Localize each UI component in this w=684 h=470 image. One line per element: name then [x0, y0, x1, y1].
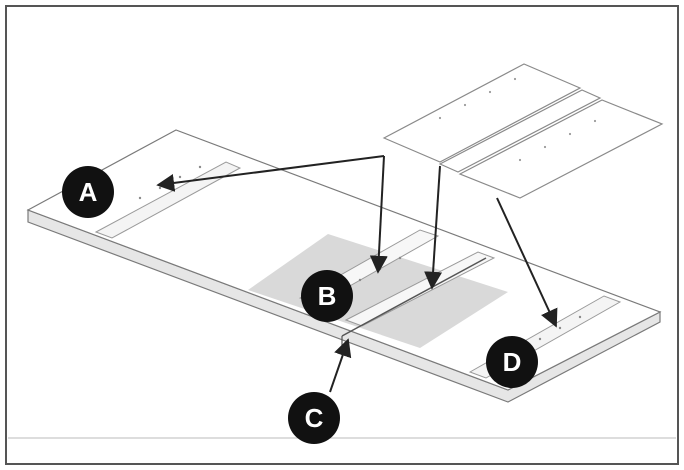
callout-c-circle [288, 392, 340, 444]
callout-a-label: A [79, 177, 98, 207]
floating-panel-dots [438, 77, 597, 162]
callout-a: A [62, 166, 114, 218]
callout-c-label: C [305, 403, 324, 433]
floating-panel-middle [438, 89, 602, 173]
callout-d-circle [486, 336, 538, 388]
figure-frame [5, 5, 679, 465]
arrow-to-b2 [424, 165, 443, 290]
callout-c: C [288, 392, 340, 444]
callout-d: D [486, 336, 538, 388]
floating-panel-left [382, 63, 582, 163]
floating-panels [382, 63, 664, 199]
strip-a [94, 161, 242, 239]
leader-arrows [156, 155, 558, 393]
joint-seam [341, 257, 487, 337]
callout-d-label: D [503, 347, 522, 377]
arrow-to-b [369, 155, 388, 274]
callout-b-label: B [318, 281, 337, 311]
base-board [26, 129, 662, 403]
callout-b: B [301, 270, 353, 322]
shaded-region [248, 234, 508, 348]
arrow-to-a [156, 155, 385, 192]
arrow-to-d [496, 197, 558, 328]
callout-a-circle [62, 166, 114, 218]
floating-panel-right [458, 99, 664, 199]
callout-b-circle [301, 270, 353, 322]
arrow-from-c [329, 338, 352, 393]
